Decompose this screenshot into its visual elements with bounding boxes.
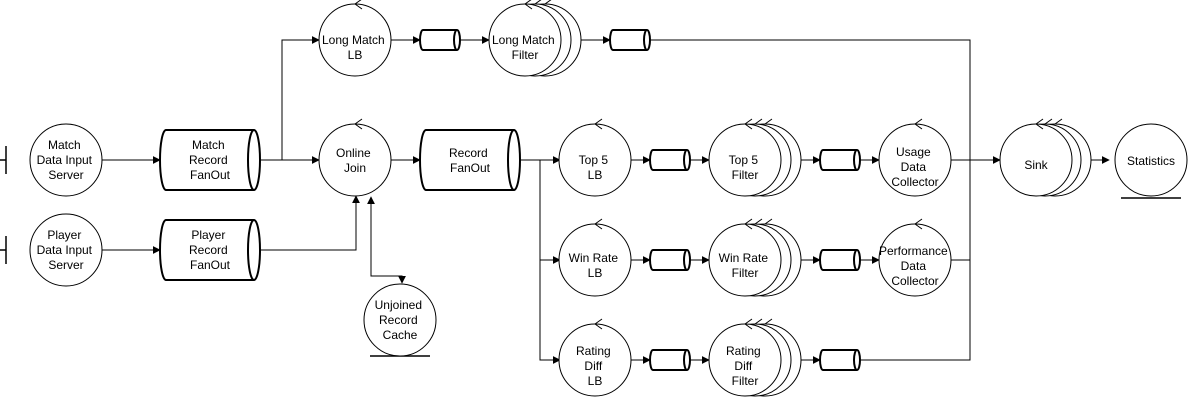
buffers — [419, 29, 861, 371]
buffer-winrate-filter — [819, 249, 861, 271]
edge-match-fanout-to-long-match-lb — [281, 36, 320, 160]
top5-filter-label: Top 5 Filter — [729, 153, 762, 182]
sink-label: Sink — [1024, 158, 1048, 172]
buffer-long-match-lb — [419, 29, 461, 51]
queue-match-fanout — [159, 129, 261, 191]
winrate-lb-node — [558, 218, 632, 297]
buffer-top5-lb — [649, 149, 691, 171]
long-match-lb-label: Long Match LB — [322, 33, 388, 62]
performance-collector-node — [878, 218, 952, 297]
buffer-winrate-lb — [649, 249, 691, 271]
long-match-lb-node — [318, 0, 392, 77]
sink-node — [999, 118, 1092, 197]
ratingdiff-filter-label: Rating Diff Filter — [726, 344, 764, 388]
ratingdiff-filter-node — [708, 318, 802, 397]
processes — [29, 0, 1188, 397]
statistics-node — [1114, 123, 1188, 197]
winrate-filter-label: Win Rate Filter — [719, 251, 772, 280]
player-input-stub — [0, 236, 7, 264]
buffer-top5-filter — [819, 149, 861, 171]
edge-record-fanout-to-ratingdiff-lb — [539, 260, 561, 364]
queue-player-fanout — [159, 219, 261, 281]
winrate-filter-node — [708, 218, 802, 297]
buffer-ratingdiff-lb — [649, 349, 691, 371]
edge-ratingdiff-buffer-to-sink — [860, 160, 971, 361]
long-match-filter-node — [488, 0, 582, 77]
buffer-ratingdiff-filter — [819, 349, 861, 371]
statistics-label: Statistics — [1127, 154, 1175, 168]
buffer-long-match-filter — [609, 29, 651, 51]
edge-player-fanout-to-online-join — [260, 195, 360, 251]
unjoined-cache-label: Unjoined Record Cache — [375, 298, 426, 342]
player-input-node — [29, 213, 103, 287]
unjoined-cache-node — [363, 283, 437, 357]
usage-collector-label: Usage Data Collector — [891, 145, 938, 189]
edges — [102, 36, 1110, 364]
winrate-lb-label: Win Rate LB — [569, 251, 622, 280]
player-fanout-label: Player Record FanOut — [189, 228, 231, 272]
queue-record-fanout — [419, 129, 521, 191]
online-join-node — [318, 118, 392, 197]
match-fanout-label: Match Record FanOut — [189, 138, 231, 182]
edge-record-fanout-to-winrate-lb — [539, 160, 561, 264]
ratingdiff-lb-node — [558, 318, 632, 397]
match-input-stub — [0, 146, 7, 174]
top5-filter-node — [708, 118, 802, 197]
top5-lb-label: Top 5 LB — [579, 153, 612, 182]
labels: Match Data Input Server Player Data Inpu… — [37, 33, 1175, 388]
usage-collector-node — [878, 118, 952, 197]
match-input-label: Match Data Input Server — [37, 138, 96, 182]
ratingdiff-lb-label: Rating Diff LB — [576, 344, 614, 388]
top5-lb-node — [558, 118, 632, 197]
record-fanout-label: Record FanOut — [449, 146, 491, 175]
performance-collector-label: Performance Data Collector — [879, 244, 951, 288]
edge-long-match-buffer-to-sink — [650, 39, 971, 160]
player-input-label: Player Data Input Server — [37, 228, 96, 272]
long-match-filter-label: Long Match Filter — [492, 33, 558, 62]
match-input-node — [29, 123, 103, 197]
edge-online-join-unjoined-cache — [367, 196, 406, 284]
online-join-label: Online Join — [336, 146, 374, 175]
